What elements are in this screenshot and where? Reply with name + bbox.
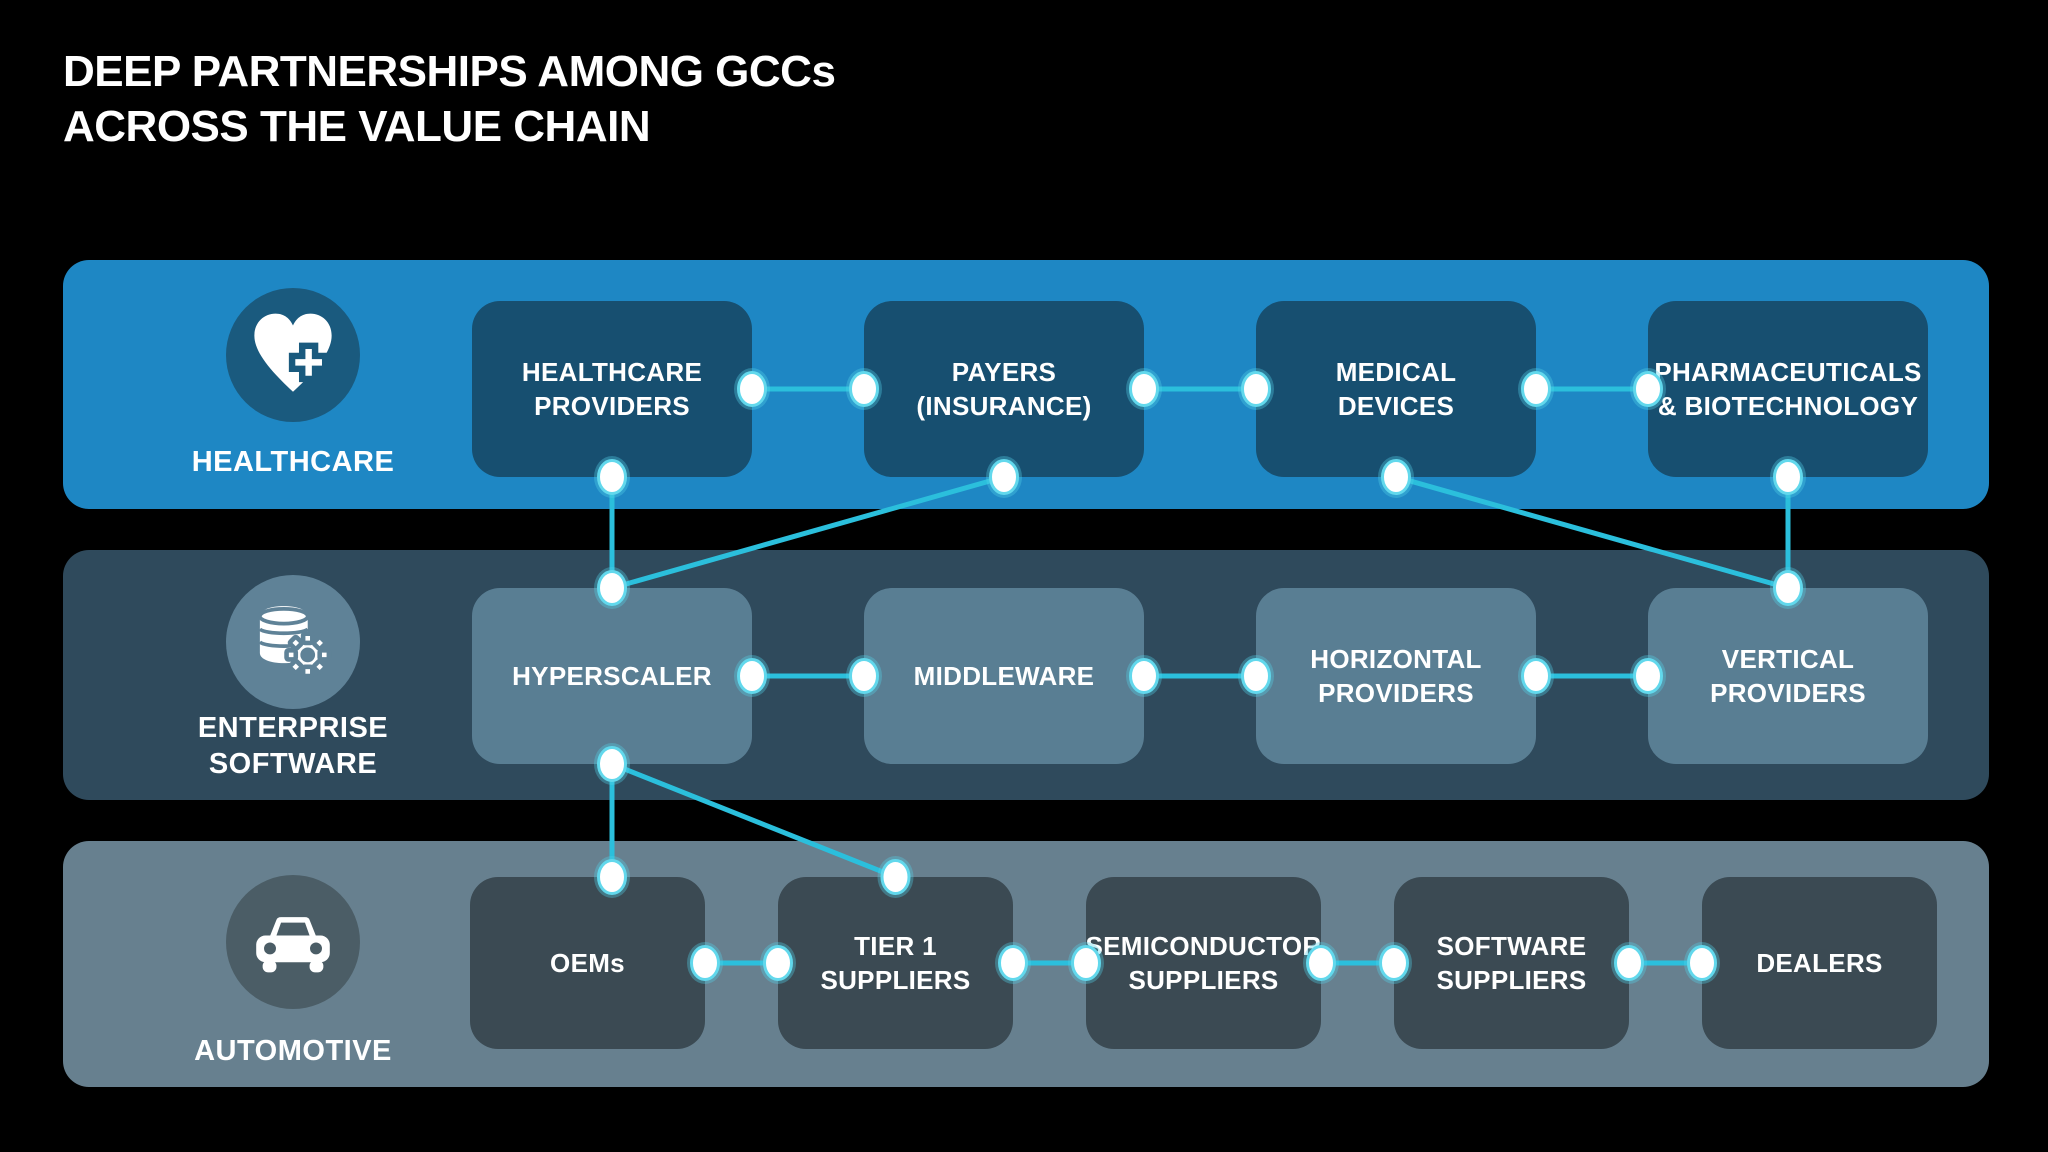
box-pharma-biotech: PHARMACEUTICALS & BIOTECHNOLOGY	[1648, 301, 1928, 477]
box-hyperscaler: HYPERSCALER	[472, 588, 752, 764]
band-label-automotive: AUTOMOTIVE	[194, 1035, 392, 1067]
box-vertical-providers: VERTICAL PROVIDERS	[1648, 588, 1928, 764]
healthcare-icon-circle	[226, 288, 360, 422]
box-tier1-suppliers: TIER 1 SUPPLIERS	[778, 877, 1013, 1049]
box-middleware: MIDDLEWARE	[864, 588, 1144, 764]
database-gear-icon	[258, 606, 332, 679]
page-title: DEEP PARTNERSHIPS AMONG GCCs ACROSS THE …	[63, 44, 836, 154]
box-software-suppliers: SOFTWARE SUPPLIERS	[1394, 877, 1629, 1049]
band-enterprise-software: ENTERPRISE SOFTWARE HYPERSCALER MIDDLEWAR…	[63, 550, 1989, 800]
box-dealers: DEALERS	[1702, 877, 1937, 1049]
band-automotive: AUTOMOTIVE OEMs TIER 1 SUPPLIERS SEMICONDU…	[63, 841, 1989, 1087]
page-title-line1: DEEP PARTNERSHIPS AMONG GCCs	[63, 47, 836, 96]
heart-plus-icon	[254, 313, 332, 392]
band-label-enterprise-software: ENTERPRISE SOFTWARE	[197, 712, 389, 780]
enterprise-software-icon-circle	[226, 575, 360, 709]
band-label-healthcare: HEALTHCARE	[191, 446, 395, 478]
automotive-icon-circle	[226, 875, 360, 1009]
band-healthcare: HEALTHCARE HEALTHCARE PROVIDERS PAYERS (I…	[63, 260, 1989, 509]
box-payers-insurance: PAYERS (INSURANCE)	[864, 301, 1144, 477]
box-semiconductor-suppliers: SEMICONDUCTOR SUPPLIERS	[1086, 877, 1321, 1049]
page-title-line2: ACROSS THE VALUE CHAIN	[63, 102, 651, 151]
box-oems: OEMs	[470, 877, 705, 1049]
box-horizontal-providers: HORIZONTAL PROVIDERS	[1256, 588, 1536, 764]
box-healthcare-providers: HEALTHCARE PROVIDERS	[472, 301, 752, 477]
car-icon	[256, 917, 330, 973]
box-medical-devices: MEDICAL DEVICES	[1256, 301, 1536, 477]
